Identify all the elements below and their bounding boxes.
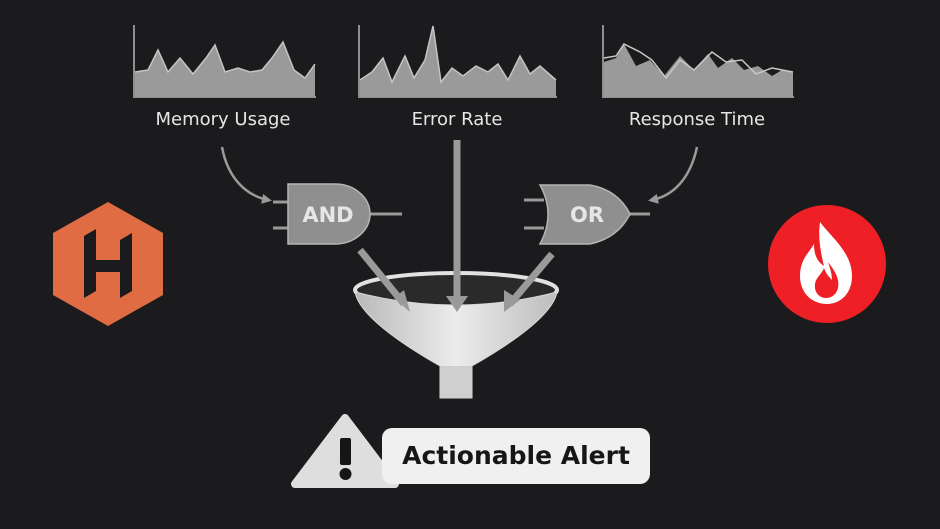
arrowhead-or-to-funnel <box>504 290 520 312</box>
metric-label-memory-usage: Memory Usage <box>155 109 291 130</box>
and-gate-icon <box>273 183 402 245</box>
memory-usage-sparkline-icon <box>133 25 316 98</box>
error-rate-sparkline-icon <box>358 25 557 98</box>
actionable-alert-badge: Actionable Alert <box>382 428 650 484</box>
arrow-response-to-or <box>648 146 699 204</box>
and-gate-label: AND <box>302 203 353 227</box>
arrow-and-to-funnel <box>357 247 407 307</box>
flame-logo-icon <box>768 205 886 323</box>
metric-label-response-time: Response Time <box>628 109 766 130</box>
metric-label-error-rate: Error Rate <box>411 109 503 130</box>
arrowhead-error-to-funnel <box>446 296 468 312</box>
arrow-memory-to-and <box>220 146 272 204</box>
hexagon-h-logo-icon <box>53 202 163 326</box>
or-gate-label: OR <box>570 203 604 227</box>
warning-triangle-icon <box>291 414 399 488</box>
or-gate-icon <box>524 184 650 245</box>
arrow-or-to-funnel <box>507 251 555 307</box>
response-time-sparkline-icon <box>602 25 794 98</box>
arrowhead-and-to-funnel <box>394 290 410 312</box>
